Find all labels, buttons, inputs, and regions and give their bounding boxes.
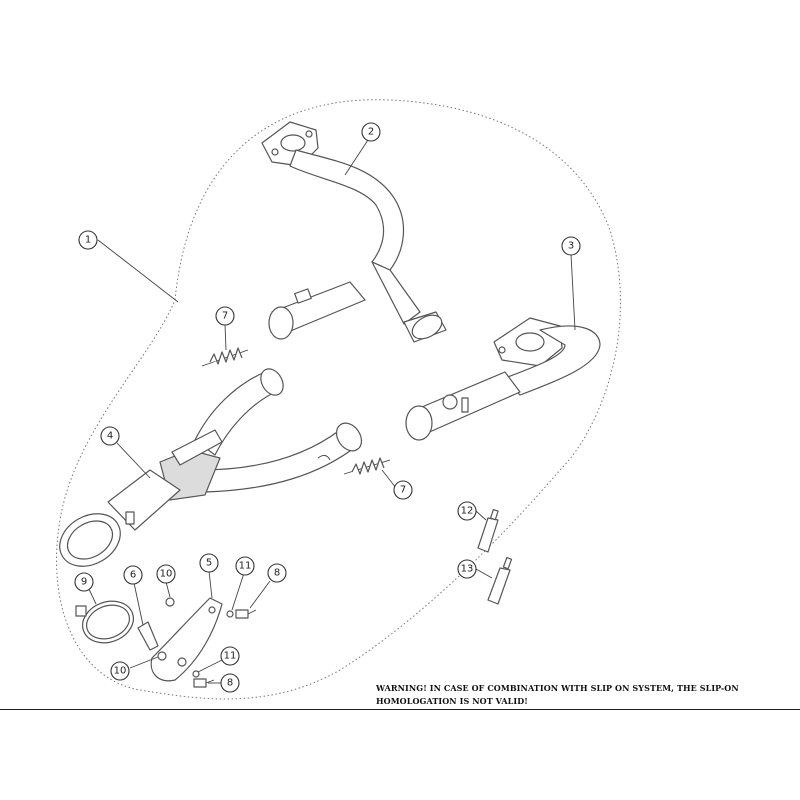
divider-line	[0, 709, 800, 710]
callout-11-lower: 11	[220, 646, 240, 666]
leader-lines	[87, 139, 576, 684]
callout-7-lower: 7	[393, 480, 413, 500]
callout-9: 9	[74, 572, 94, 592]
washer-lower	[157, 651, 167, 661]
svg-text:11: 11	[224, 651, 237, 662]
bolt-upper	[235, 609, 257, 619]
callout-8-lower: 8	[220, 673, 240, 693]
svg-text:11: 11	[239, 561, 252, 572]
callout-1: 1	[78, 230, 98, 250]
svg-text:7: 7	[400, 485, 406, 496]
callout-10-upper: 10	[156, 564, 176, 584]
spring-lower	[343, 457, 391, 475]
hose-clamp	[75, 600, 134, 644]
svg-text:8: 8	[274, 568, 280, 579]
callout-4: 4	[100, 426, 120, 446]
svg-text:5: 5	[206, 558, 212, 569]
svg-text:10: 10	[160, 569, 173, 580]
svg-text:7: 7	[222, 311, 228, 322]
callout-11-upper: 11	[235, 556, 255, 576]
svg-text:9: 9	[81, 577, 87, 588]
svg-text:3: 3	[568, 241, 574, 252]
bracket	[137, 621, 159, 651]
callout-8-upper: 8	[267, 563, 287, 583]
washer-upper	[165, 597, 175, 607]
bolt-lower	[193, 678, 215, 688]
spring-upper	[201, 347, 249, 367]
callout-10-lower: 10	[110, 661, 130, 681]
small-washer-lower	[192, 670, 200, 678]
header-pipe-upper	[261, 121, 447, 343]
assembly-outline	[56, 99, 621, 700]
callout-6: 6	[123, 565, 143, 585]
callout-7-upper: 7	[215, 306, 235, 326]
svg-text:13: 13	[461, 564, 474, 575]
callout-5: 5	[199, 553, 219, 573]
paste-tube-12	[477, 508, 499, 553]
callout-3: 3	[561, 236, 581, 256]
paste-tube-13	[487, 557, 513, 605]
svg-text:1: 1	[85, 235, 91, 246]
header-pipe-right	[405, 317, 601, 441]
svg-text:2: 2	[368, 127, 374, 138]
svg-text:10: 10	[114, 666, 127, 677]
heat-shield	[150, 597, 223, 682]
small-washer-upper	[226, 610, 234, 618]
callout-12: 12	[457, 501, 477, 521]
svg-text:4: 4	[107, 431, 113, 442]
callout-2: 2	[361, 122, 381, 142]
svg-text:8: 8	[227, 678, 233, 689]
svg-text:12: 12	[461, 506, 474, 517]
collector-pipe	[59, 368, 363, 567]
warning-note: WARNING! IN CASE OF COMBINATION WITH SLI…	[376, 683, 739, 706]
callout-13: 13	[457, 559, 477, 579]
svg-text:6: 6	[130, 570, 136, 581]
